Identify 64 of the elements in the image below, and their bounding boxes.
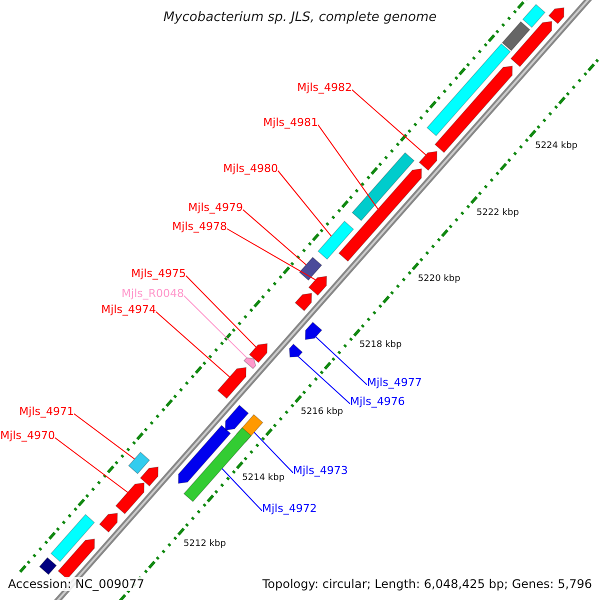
leader-line: [315, 336, 368, 386]
diagram-title: Mycobacterium sp. JLS, complete genome: [163, 11, 437, 24]
gene-label: Mjls_4971: [19, 406, 74, 416]
gene-label: Mjls_4979: [188, 202, 243, 212]
scale-label: 5222 kbp: [476, 208, 519, 218]
gene-label: Mjls_4974: [101, 304, 156, 314]
gene-feature: [140, 466, 158, 487]
gene-feature: [522, 4, 546, 28]
topology-text: Topology: circular; Length: 6,048,425 bp; Genes: 5,796: [260, 577, 594, 591]
gene-feature: [426, 43, 511, 136]
gene-feature: [418, 150, 438, 171]
gene-feature: [58, 538, 95, 580]
gene-feature: [243, 357, 256, 370]
leader-line: [156, 311, 230, 378]
leader-line: [242, 209, 307, 266]
gene-feature: [352, 152, 415, 222]
gene-feature: [50, 514, 95, 562]
gene-feature: [510, 20, 552, 68]
gene-feature: [178, 424, 232, 484]
gene-feature: [217, 367, 247, 399]
gene-label: Mjls_4973: [293, 464, 348, 476]
gene-label: Mjls_4982: [297, 82, 352, 92]
gene-label: Mjls_4981: [263, 116, 318, 128]
gene-feature: [338, 168, 422, 262]
gene-feature: [308, 276, 328, 296]
leader-line: [278, 170, 332, 237]
gene-label: Mjls_4970: [0, 430, 55, 440]
gene-feature: [115, 482, 144, 514]
accession-text: Accession: NC_009077: [6, 577, 146, 591]
leader-line: [318, 124, 378, 210]
gene-label: Mjls_4977: [367, 376, 422, 388]
leader-line: [298, 356, 350, 404]
gene-feature: [294, 292, 312, 312]
leader-line: [222, 468, 262, 512]
leader-line: [54, 437, 128, 493]
leader-line: [184, 295, 248, 358]
gene-label: Mjls_4978: [172, 220, 227, 232]
gene-feature: [548, 7, 564, 24]
scale-label: 5218 kbp: [359, 341, 402, 350]
scale-label: 5212 kbp: [184, 540, 226, 550]
gene-feature: [224, 404, 249, 431]
gene-feature: [128, 452, 150, 474]
gene-label: Mjls_4972: [262, 502, 317, 514]
gene-label: Mjls_4980: [223, 162, 278, 174]
scale-label: 5216 kbp: [300, 408, 344, 417]
leader-line: [352, 89, 426, 156]
gene-label: Mjls_4975: [131, 268, 186, 278]
gene-feature: [289, 344, 303, 358]
leader-line: [254, 432, 294, 474]
gene-feature: [304, 322, 322, 340]
gene-feature: [318, 220, 354, 260]
gene-label: Mjls_R0048: [122, 288, 184, 298]
gene-feature: [248, 343, 268, 364]
scale-label: 5214 kbp: [242, 474, 285, 484]
leader-line: [186, 275, 257, 348]
scale-label: 5224 kbp: [535, 142, 578, 152]
gene-feature: [502, 21, 530, 52]
gene-feature: [99, 512, 118, 533]
gene-label: Mjls_4976: [350, 396, 405, 406]
leader-line: [226, 228, 316, 280]
scale-label: 5220 kbp: [418, 275, 460, 284]
leader-line: [74, 413, 136, 460]
gene-feature: [434, 66, 513, 154]
gene-feature: [298, 256, 322, 281]
